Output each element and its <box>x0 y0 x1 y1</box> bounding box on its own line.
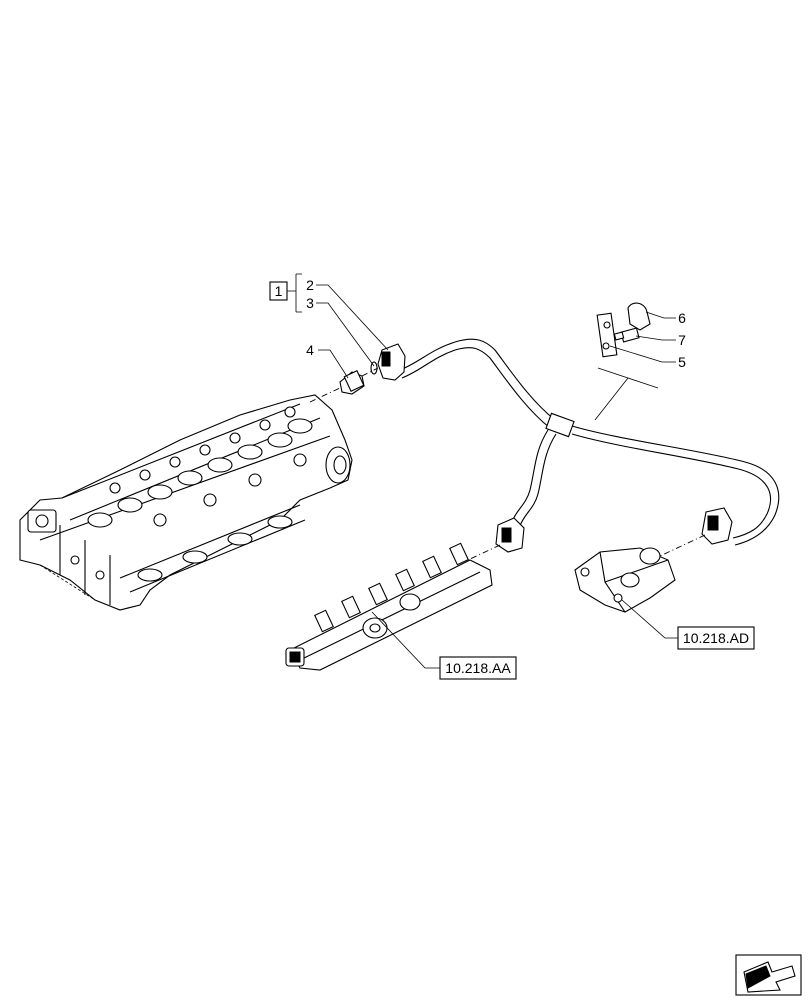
rail-connector <box>495 517 525 553</box>
callout-4: 4 <box>306 342 314 358</box>
callout-2: 2 <box>306 277 314 293</box>
ref-rail-link[interactable]: 10.218.AA <box>439 656 517 680</box>
cylinder-bosses <box>87 406 313 528</box>
callout-6: 6 <box>678 310 686 326</box>
arrow-back-icon[interactable] <box>735 954 802 996</box>
callout-group-1 <box>269 273 302 313</box>
clamp-location-leader <box>594 367 659 421</box>
callout-5: 5 <box>678 354 686 370</box>
upper-connector <box>370 343 406 381</box>
pump-drawing <box>574 547 676 613</box>
adapter-fitting <box>339 370 365 395</box>
callout-1: 1 <box>275 283 283 299</box>
rail-outlets <box>314 542 469 633</box>
ref-pump-link[interactable]: 10.218.AD <box>677 626 755 650</box>
callout-3: 3 <box>306 295 314 311</box>
pump-connector <box>701 507 733 545</box>
callout-7: 7 <box>678 332 686 348</box>
leader-lines <box>316 284 678 669</box>
assembly-axis-1 <box>309 367 379 403</box>
cylinder-head-drawing <box>19 394 353 611</box>
assembly-axis-3 <box>659 534 706 557</box>
ref-rail-label: 10.218.AA <box>445 660 511 676</box>
ref-pump-label: 10.218.AD <box>683 630 749 646</box>
clamp-assembly <box>596 302 651 358</box>
fuel-pipe-assembly <box>399 338 780 546</box>
fuel-rail-drawing <box>285 542 493 671</box>
assembly-axis-2 <box>467 544 501 561</box>
